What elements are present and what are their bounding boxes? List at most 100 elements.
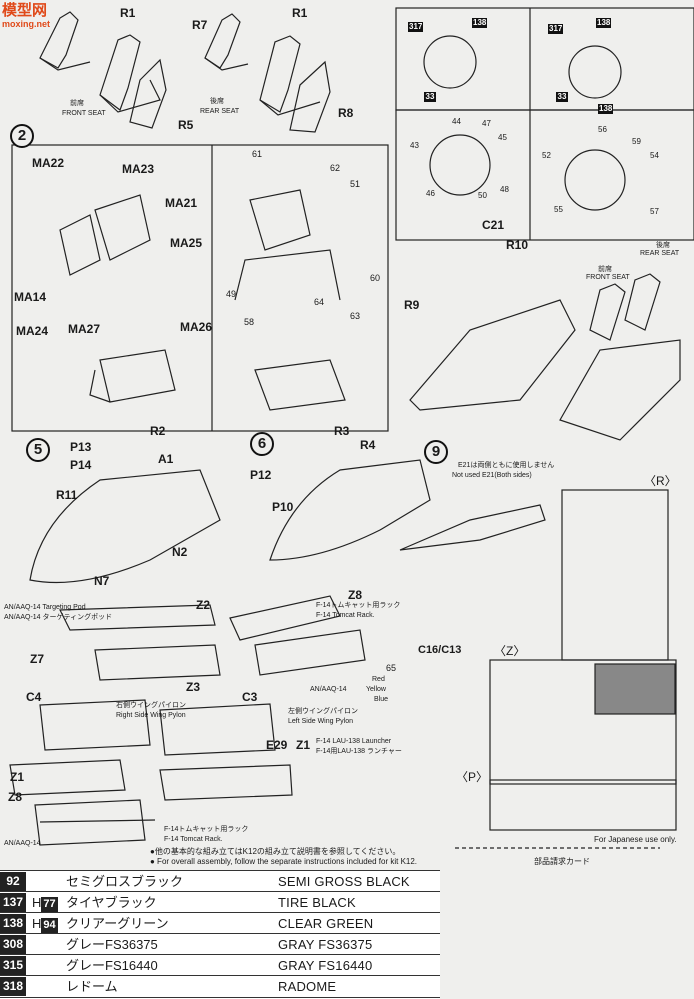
note-jp: ●他の基本的な組み立てはK12の組み立て説明書を参照してください。 bbox=[150, 847, 401, 856]
color-badge-138b: 138 bbox=[596, 18, 612, 28]
part-label-c16-c13: C16/C13 bbox=[418, 644, 462, 656]
rack-label-jp: F-14トムキャット用ラック bbox=[316, 602, 401, 609]
part-num-65: 65 bbox=[386, 663, 397, 673]
panel-num-45: 45 bbox=[498, 133, 507, 142]
panel-num-44: 44 bbox=[452, 117, 461, 126]
seat-art-2 bbox=[99, 34, 161, 113]
part-label-z7: Z7 bbox=[30, 652, 45, 666]
part-label-r11: R11 bbox=[56, 488, 78, 502]
panel-num-56: 56 bbox=[598, 125, 607, 134]
legend-num: 315 bbox=[0, 956, 26, 975]
part-label-r9: R9 bbox=[404, 298, 420, 312]
seat-art-1 bbox=[39, 11, 91, 71]
step-6-number: 6 bbox=[250, 432, 274, 456]
color-badge-317b: 317 bbox=[548, 24, 564, 34]
legend-row: 318 レドーム RADOME bbox=[0, 975, 440, 998]
runner-r-frame bbox=[561, 489, 669, 661]
legend-num: 137 bbox=[0, 893, 26, 912]
part-num-61: 61 bbox=[252, 149, 263, 159]
panel-num-46: 46 bbox=[426, 189, 435, 198]
seat-art-5 bbox=[259, 35, 331, 133]
part-label-ma27: MA27 bbox=[68, 322, 101, 336]
panel-num-52: 52 bbox=[542, 151, 551, 160]
part-label-r1: R1 bbox=[120, 6, 136, 20]
step9-note-en: Not used E21(Both sides) bbox=[452, 472, 532, 479]
part-label-r3: R3 bbox=[334, 424, 350, 438]
legend-jp: レドーム bbox=[66, 979, 118, 994]
part-label-ma24: MA24 bbox=[16, 324, 49, 338]
rear-seat-jp: 後席 bbox=[210, 98, 224, 105]
legend-row: 308 グレーFS36375 GRAY FS36375 bbox=[0, 933, 440, 955]
panel-num-55: 55 bbox=[554, 205, 563, 214]
panel-num-48: 48 bbox=[500, 185, 509, 194]
panel-rear-en: REAR SEAT bbox=[640, 250, 680, 257]
legend-num: 318 bbox=[0, 977, 26, 996]
part-label-z3: Z3 bbox=[186, 680, 201, 694]
color-badge-33b: 33 bbox=[556, 92, 568, 102]
part-num-62: 62 bbox=[330, 163, 341, 173]
rack2-label-jp: F-14トムキャット用ラック bbox=[164, 826, 249, 833]
watermark-logo: 模型网 moxing.net bbox=[2, 2, 68, 34]
right-pylon-en: Right Side Wing Pylon bbox=[116, 712, 186, 719]
part-label-n7: N7 bbox=[94, 574, 110, 588]
panel-frame-mid bbox=[395, 109, 694, 241]
legend-jp: グレーFS36375 bbox=[66, 937, 158, 952]
part-num-64: 64 bbox=[314, 297, 325, 307]
color-yellow: Yellow bbox=[366, 686, 386, 693]
part-label-z8-top: Z8 bbox=[348, 588, 363, 602]
part-label-r7: R7 bbox=[192, 18, 208, 32]
part-num-58: 58 bbox=[244, 317, 255, 327]
part-label-ma22: MA22 bbox=[32, 156, 65, 170]
panel-num-43: 43 bbox=[410, 141, 419, 150]
rack-label-en: F-14 Tomcat Rack. bbox=[316, 612, 375, 619]
color-badge-138c: 138 bbox=[598, 104, 614, 114]
rear-seat-en: REAR SEAT bbox=[200, 108, 240, 115]
part-num-60: 60 bbox=[370, 273, 381, 283]
part-label-n2: N2 bbox=[172, 545, 188, 559]
legend-en: GRAY FS16440 bbox=[278, 958, 373, 973]
part-label-z1-b: Z1 bbox=[10, 770, 25, 784]
legend-jp: タイヤブラック bbox=[66, 895, 157, 910]
legend-row: 315 グレーFS16440 GRAY FS16440 bbox=[0, 954, 440, 976]
color-red: Red bbox=[372, 676, 385, 683]
part-label-ma21: MA21 bbox=[165, 196, 198, 210]
japanese-use-only: For Japanese use only. bbox=[594, 835, 677, 844]
color-badge-33a: 33 bbox=[424, 92, 436, 102]
runner-z-label: 〈Z〉 bbox=[494, 644, 526, 658]
part-label-z8-bottom: Z8 bbox=[8, 790, 23, 804]
part-label-p12: P12 bbox=[250, 468, 272, 482]
legend-en: CLEAR GREEN bbox=[278, 916, 374, 931]
lau-label-en: F-14 LAU-138 Launcher bbox=[316, 738, 392, 745]
part-label-r4: R4 bbox=[360, 438, 376, 452]
legend-jp: グレーFS16440 bbox=[66, 958, 158, 973]
legend-en: TIRE BLACK bbox=[278, 895, 356, 910]
color-badge-317a: 317 bbox=[408, 22, 424, 32]
panel-frame-top bbox=[395, 7, 694, 111]
legend-num: 92 bbox=[0, 872, 26, 891]
pod-label-jp: AN/AAQ-14 ターゲティングポッド bbox=[4, 614, 113, 621]
legend-en: GRAY FS36375 bbox=[278, 937, 373, 952]
left-pylon-jp: 左側ウイングパイロン bbox=[288, 708, 358, 715]
step9-note-jp: E21は両側ともに使用しません bbox=[458, 462, 555, 469]
pod-label-en: AN/AAQ-14 Targeting Pod bbox=[4, 604, 86, 611]
part-label-ma14: MA14 bbox=[14, 290, 47, 304]
legend-en: SEMI GROSS BLACK bbox=[278, 874, 410, 889]
front-seat-jp: 前席 bbox=[70, 100, 84, 107]
part-num-49: 49 bbox=[226, 289, 237, 299]
part-label-r10: R10 bbox=[506, 238, 529, 252]
legend-num: 138 bbox=[0, 914, 26, 933]
panel-num-50: 50 bbox=[478, 191, 487, 200]
left-pylon-en: Left Side Wing Pylon bbox=[288, 718, 353, 725]
part-num-51: 51 bbox=[350, 179, 361, 189]
part-label-c4: C4 bbox=[26, 690, 42, 704]
part-label-r2: R2 bbox=[150, 424, 166, 438]
lau-label-jp: F-14用LAU-138 ランチャー bbox=[316, 748, 402, 755]
watermark-title: 模型网 bbox=[2, 2, 48, 19]
parts-request-card: 部品請求カード bbox=[534, 857, 590, 866]
legend-jp: セミグロスブラック bbox=[66, 874, 184, 889]
color-blue: Blue bbox=[374, 696, 389, 703]
